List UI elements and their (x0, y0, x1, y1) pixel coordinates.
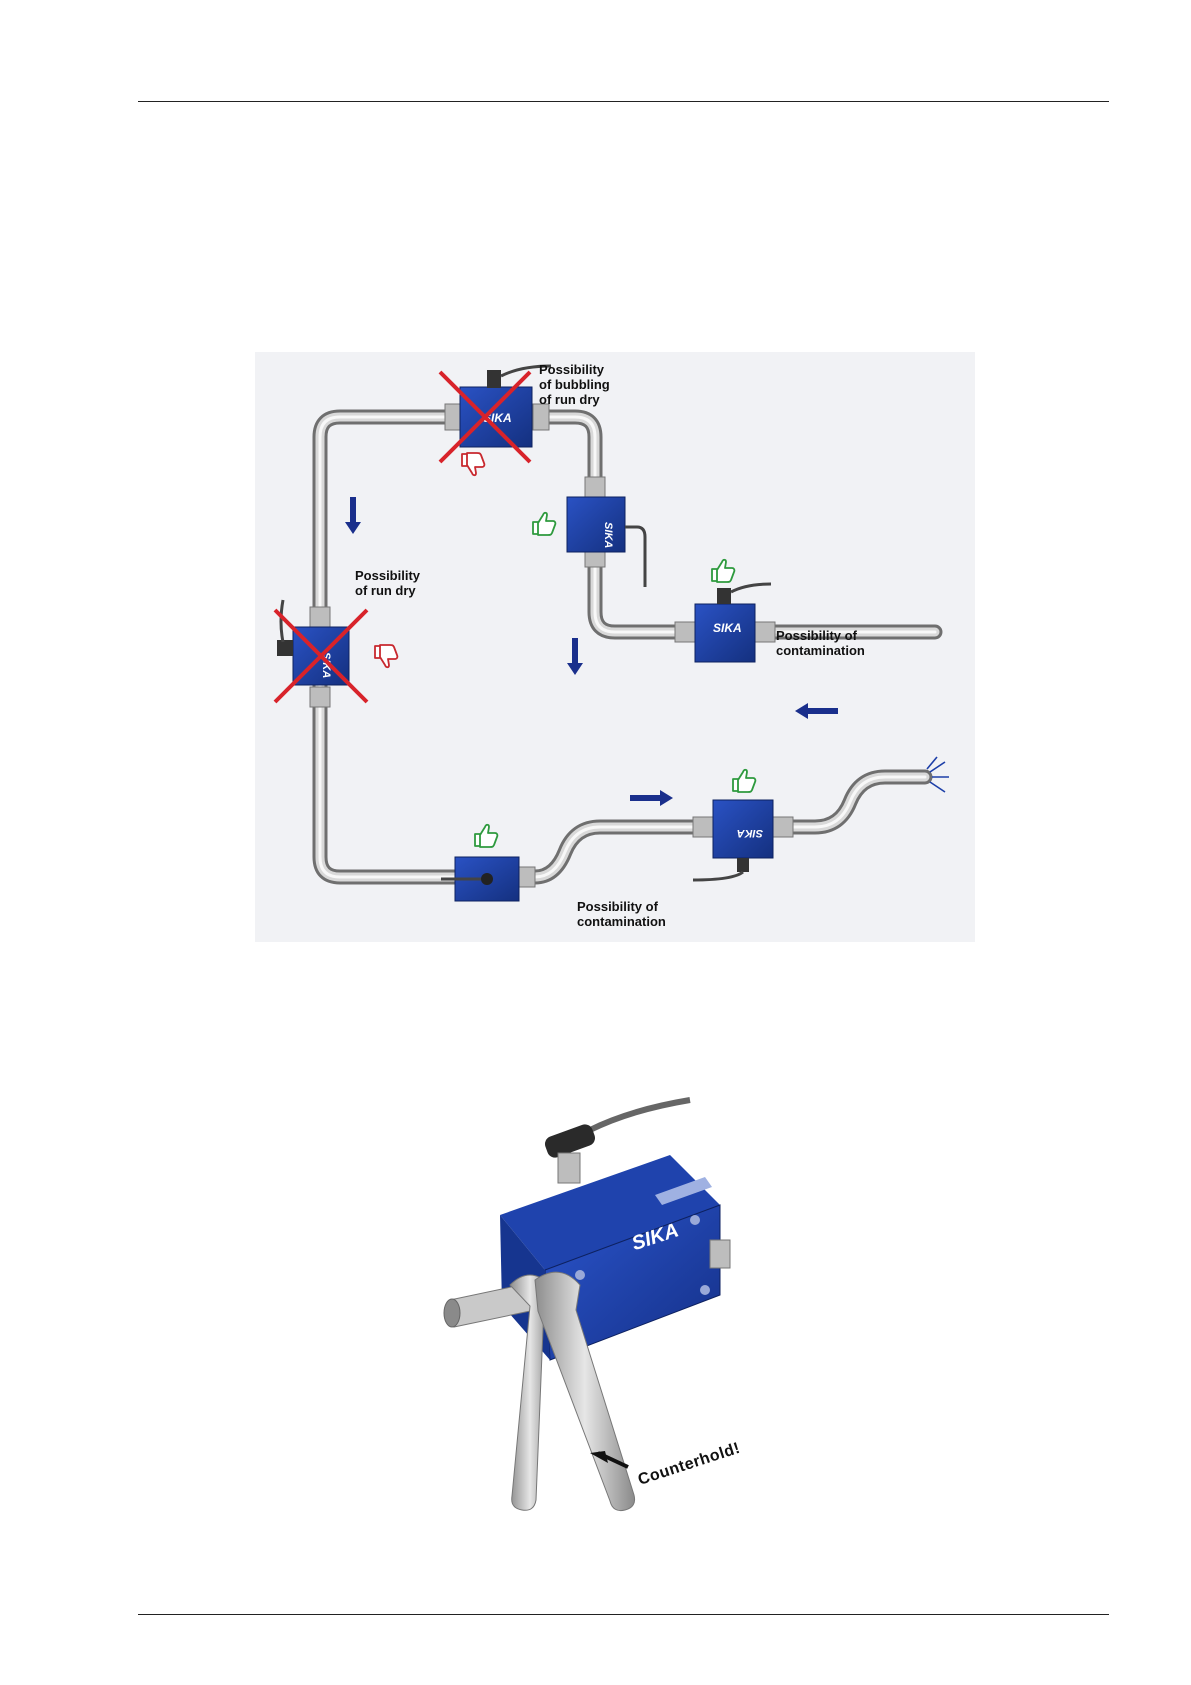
svg-text:Possibility of: Possibility of (776, 628, 858, 643)
counterhold-label: Counterhold! (636, 1440, 742, 1489)
installation-diagram: " SIKA SIKA SIKA (255, 352, 975, 942)
cable (590, 1100, 690, 1130)
counterhold-photo: SIKA Counterhold! (440, 1095, 800, 1520)
svg-text:of run dry: of run dry (355, 583, 416, 598)
counterhold-photo-svg: SIKA Counterhold! (440, 1095, 800, 1520)
label-bottom-box: Possibility of contamination (577, 899, 666, 929)
label-right-box: Possibility of contamination (776, 628, 865, 658)
sensor-brand-logo: SIKA (602, 522, 614, 548)
svg-text:of run dry: of run dry (539, 392, 600, 407)
label-top-box: Possibility of bubbling of run dry (539, 362, 610, 407)
footer-rule (138, 1614, 1109, 1615)
svg-text:contamination: contamination (577, 914, 666, 929)
svg-text:Possibility of: Possibility of (577, 899, 659, 914)
header-rule (138, 101, 1109, 102)
svg-text:contamination: contamination (776, 643, 865, 658)
installation-diagram-svg: " SIKA SIKA SIKA (255, 352, 975, 942)
label-left-box: Possibility of run dry (355, 568, 421, 598)
svg-text:of bubbling: of bubbling (539, 377, 610, 392)
svg-text:Possibility: Possibility (539, 362, 605, 377)
sensor-brand-logo: SIKA (737, 827, 763, 839)
svg-text:Possibility: Possibility (355, 568, 421, 583)
connector (543, 1122, 598, 1183)
sensor-brand-logo: SIKA (713, 621, 742, 635)
